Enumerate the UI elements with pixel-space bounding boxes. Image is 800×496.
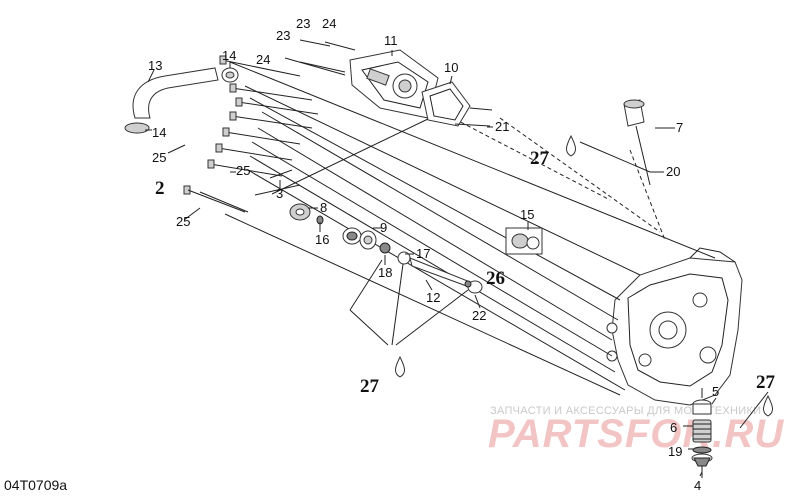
- callout-27-top: 27: [530, 148, 550, 169]
- callout-5: 5: [712, 384, 719, 399]
- small-bolts: [284, 39, 493, 127]
- callout-20: 20: [666, 164, 680, 179]
- callout-9: 9: [380, 220, 387, 235]
- diagram-code: 04T0709a: [4, 477, 67, 493]
- gasket: [421, 81, 471, 127]
- oil-drop-icon: [763, 394, 773, 417]
- oil-drop-icon: [566, 134, 576, 157]
- callout-27-right: 27: [756, 372, 776, 393]
- callout-25-upper: 25: [152, 150, 166, 165]
- oil-drop-icon: [395, 355, 405, 378]
- callout-6: 6: [670, 420, 677, 435]
- callout-13: 13: [148, 58, 162, 73]
- callout-2: 2: [155, 178, 165, 199]
- callout-25-lower: 25: [176, 214, 190, 229]
- callout-23-left: 23: [276, 28, 290, 43]
- lubrication-leaders: [349, 259, 769, 429]
- thermostat-housing: [349, 49, 439, 119]
- callout-12: 12: [426, 290, 440, 305]
- callout-23-top: 23: [296, 16, 310, 31]
- crankcase-cover: [606, 247, 743, 406]
- oil-dipstick: [579, 99, 651, 186]
- watermark-logo: PARTSFOR.RU: [488, 412, 784, 456]
- water-hose: [124, 67, 239, 134]
- dowel-pin: [269, 169, 293, 179]
- callout-7: 7: [676, 120, 683, 135]
- callout-19: 19: [668, 444, 682, 459]
- callout-3: 3: [276, 186, 283, 201]
- callout-22: 22: [472, 308, 486, 323]
- callout-17: 17: [416, 246, 430, 261]
- callout-26: 26: [486, 268, 505, 289]
- callout-14-top: 14: [222, 48, 236, 63]
- callout-labels: 13 14 14 25 2 25 25 3 23 24 23 24 11 10 …: [148, 16, 776, 493]
- shaft-components: [289, 203, 483, 294]
- callout-4: 4: [694, 478, 701, 493]
- callout-24-left: 24: [256, 52, 270, 67]
- callout-24-top: 24: [322, 16, 336, 31]
- drain-plug-assembly: [691, 388, 713, 478]
- callout-25-middle: 25: [236, 163, 250, 178]
- callout-leaders: [145, 50, 717, 477]
- bolt-set: [183, 55, 319, 213]
- callout-21: 21: [495, 119, 509, 134]
- oil-drop-icons: [395, 134, 773, 417]
- callout-16: 16: [315, 232, 329, 247]
- callout-27-bottom: 27: [360, 376, 380, 397]
- callout-15: 15: [520, 207, 534, 222]
- callout-14-bottom: 14: [152, 125, 166, 140]
- callout-10: 10: [444, 60, 458, 75]
- callout-8: 8: [320, 200, 327, 215]
- bearing-assembly: [505, 227, 543, 255]
- callout-11: 11: [384, 33, 398, 48]
- callout-18: 18: [378, 265, 392, 280]
